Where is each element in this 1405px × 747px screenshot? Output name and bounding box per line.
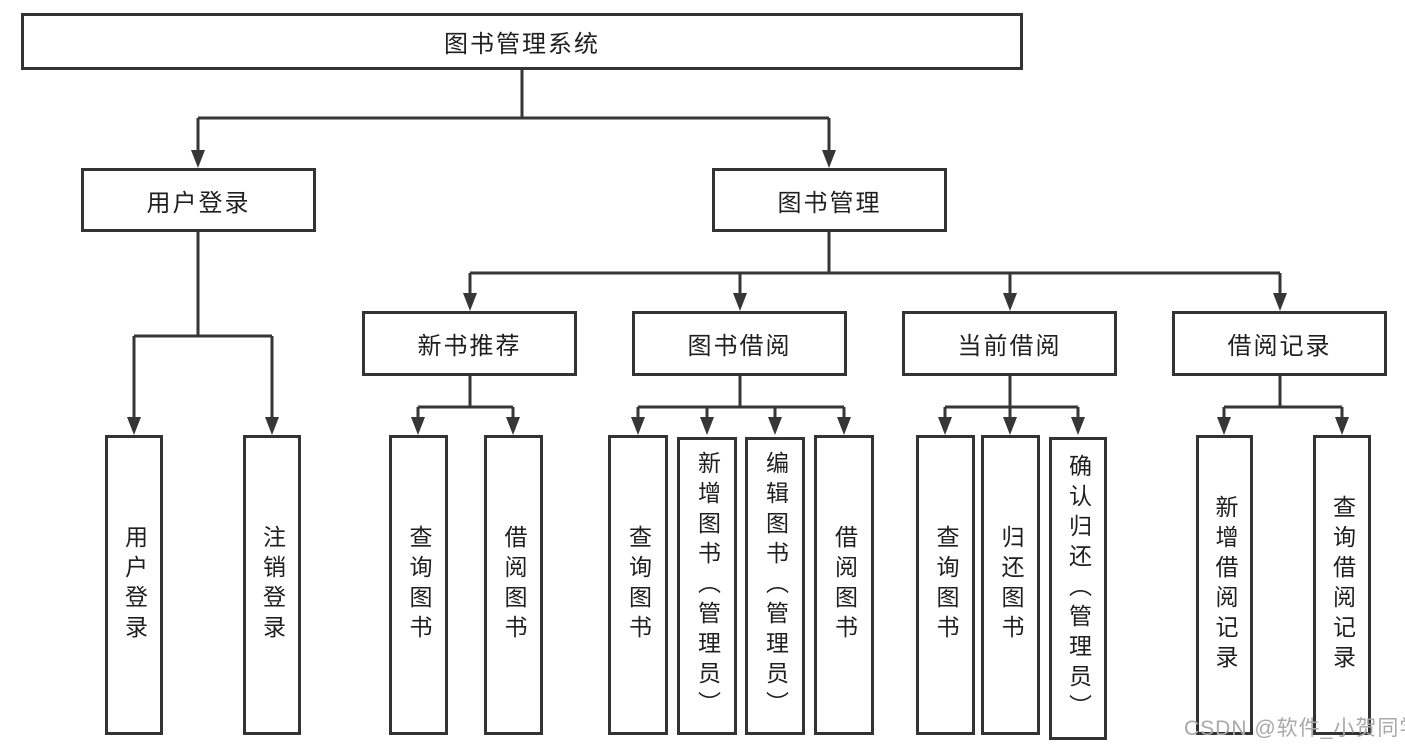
node-borrowing-records-label: 借阅记录: [1227, 333, 1332, 360]
leaf-query-books-current: 查询图书: [916, 435, 975, 735]
leaf-confirm-return-admin-label: 确认归还（管理员）: [1065, 453, 1092, 724]
leaf-query-books-current-label: 查询图书: [933, 525, 959, 645]
node-current-borrowing-label: 当前借阅: [957, 333, 1062, 360]
leaf-query-books-borrowing: 查询图书: [608, 435, 668, 735]
leaf-borrow-books-recommend: 借阅图书: [484, 435, 543, 735]
leaf-user-login: 用户登录: [105, 435, 163, 735]
node-borrowing-records: 借阅记录: [1172, 311, 1387, 376]
leaf-query-books-recommend: 查询图书: [389, 435, 448, 735]
leaf-logout-label: 注销登录: [259, 525, 286, 645]
leaf-add-borrow-record-label: 新增借阅记录: [1212, 495, 1238, 675]
node-book-borrowing: 图书借阅: [632, 311, 847, 376]
leaf-logout: 注销登录: [243, 435, 301, 735]
leaf-edit-book-admin-label: 编辑图书（管理员）: [762, 451, 789, 721]
arrowheads: [127, 150, 1349, 435]
leaf-borrow-books-label: 借阅图书: [831, 525, 858, 645]
node-root: 图书管理系统: [21, 13, 1023, 70]
leaf-query-borrow-record: 查询借阅记录: [1313, 435, 1371, 735]
leaf-borrow-books-recommend-label: 借阅图书: [501, 525, 527, 645]
leaf-query-borrow-record-label: 查询借阅记录: [1329, 495, 1356, 675]
leaf-return-books: 归还图书: [981, 435, 1040, 735]
leaf-query-books-borrowing-label: 查询图书: [625, 525, 652, 645]
leaf-edit-book-admin: 编辑图书（管理员）: [745, 437, 805, 735]
node-book-management-label: 图书管理: [777, 189, 882, 217]
node-user-login-label: 用户登录: [146, 189, 251, 217]
node-current-borrowing: 当前借阅: [902, 311, 1117, 376]
leaf-user-login-label: 用户登录: [121, 525, 148, 645]
node-book-borrowing-label: 图书借阅: [687, 333, 792, 360]
node-new-book-recommend-label: 新书推荐: [417, 333, 522, 360]
leaf-query-books-recommend-label: 查询图书: [406, 525, 432, 645]
node-root-label: 图书管理系统: [444, 31, 600, 58]
leaf-add-book-admin: 新增图书（管理员）: [677, 437, 737, 735]
csdn-watermark: CSDN @软件_小贺同学: [1184, 717, 1405, 740]
leaf-borrow-books: 借阅图书: [814, 435, 874, 735]
leaf-add-book-admin-label: 新增图书（管理员）: [694, 451, 721, 721]
node-book-management: 图书管理: [712, 168, 947, 232]
leaf-return-books-label: 归还图书: [998, 525, 1024, 645]
leaf-add-borrow-record: 新增借阅记录: [1196, 435, 1253, 735]
node-new-book-recommend: 新书推荐: [362, 311, 577, 376]
leaf-confirm-return-admin: 确认归还（管理员）: [1049, 437, 1107, 740]
node-user-login: 用户登录: [81, 168, 316, 232]
